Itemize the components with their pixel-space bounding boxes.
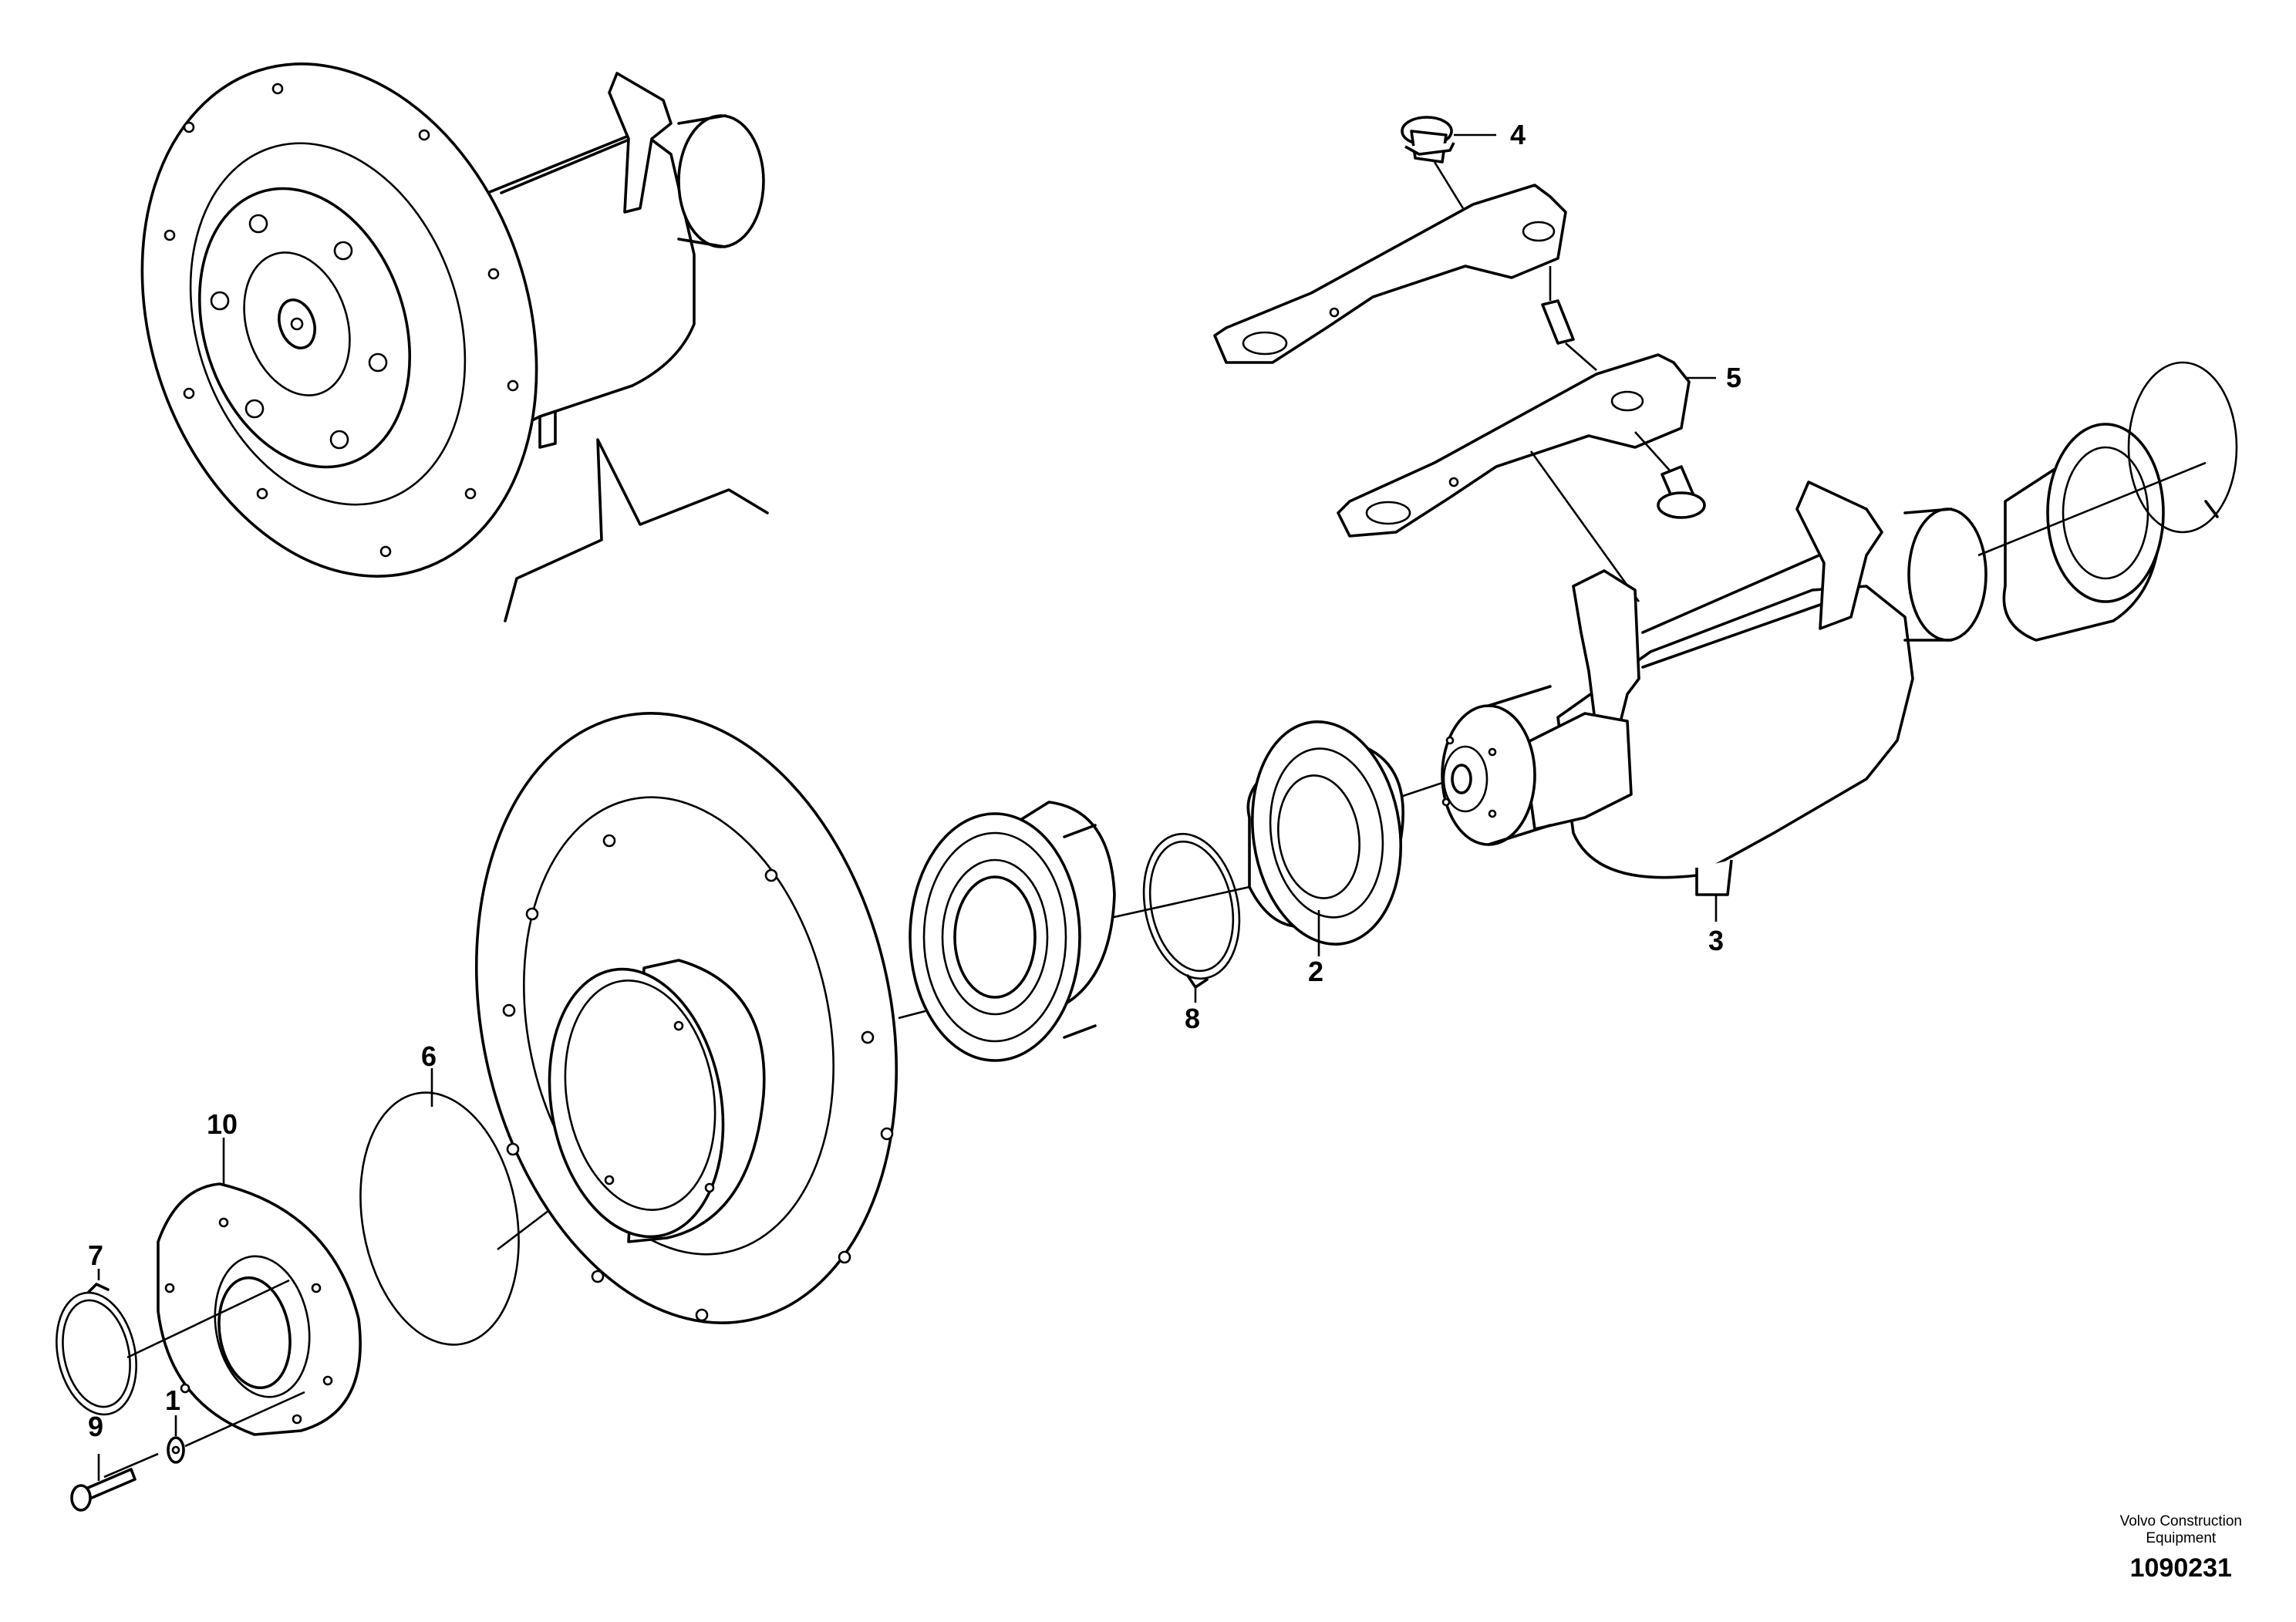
callout-8: 8 bbox=[1185, 1003, 1200, 1034]
rear-bearing-housing bbox=[1977, 361, 2238, 642]
part-6-gasket: 6 bbox=[359, 1040, 520, 1346]
brand-line-2: Equipment bbox=[2146, 1530, 2217, 1546]
callout-10: 10 bbox=[207, 1108, 238, 1140]
callout-6: 6 bbox=[421, 1040, 437, 1072]
roller-bearing bbox=[909, 801, 1116, 1062]
part-9-bolt: 9 bbox=[70, 1411, 137, 1512]
part-3-shaft-housing: 3 bbox=[1441, 481, 1988, 956]
part-5-upper-plate bbox=[1213, 184, 1567, 364]
part-5-lower-plate: 5 bbox=[1337, 353, 1741, 538]
part-5-bolt bbox=[1634, 431, 1706, 519]
flange-housing bbox=[474, 712, 899, 1324]
callout-4: 4 bbox=[1510, 119, 1526, 150]
part-10-cover: 10 bbox=[157, 1108, 362, 1436]
part-2-bearing-housing: 2 bbox=[1246, 720, 1405, 987]
diagram-footer: Volvo Construction Equipment 1090231 bbox=[2120, 1513, 2242, 1583]
callout-9: 9 bbox=[88, 1411, 103, 1442]
assembled-overview bbox=[140, 62, 769, 622]
part-8-circlip: 8 bbox=[1142, 832, 1241, 1034]
callout-2: 2 bbox=[1308, 956, 1323, 987]
image-code: 1090231 bbox=[2129, 1553, 2232, 1583]
part-1-washer: 1 bbox=[165, 1384, 185, 1464]
brand-line-1: Volvo Construction bbox=[2119, 1513, 2242, 1529]
callout-3: 3 bbox=[1708, 925, 1724, 956]
callout-5: 5 bbox=[1726, 362, 1741, 393]
part-4-bolt: 4 bbox=[1401, 116, 1526, 164]
part-7-circlip: 7 bbox=[56, 1239, 137, 1416]
callout-1: 1 bbox=[165, 1384, 180, 1416]
callout-7: 7 bbox=[88, 1239, 103, 1271]
